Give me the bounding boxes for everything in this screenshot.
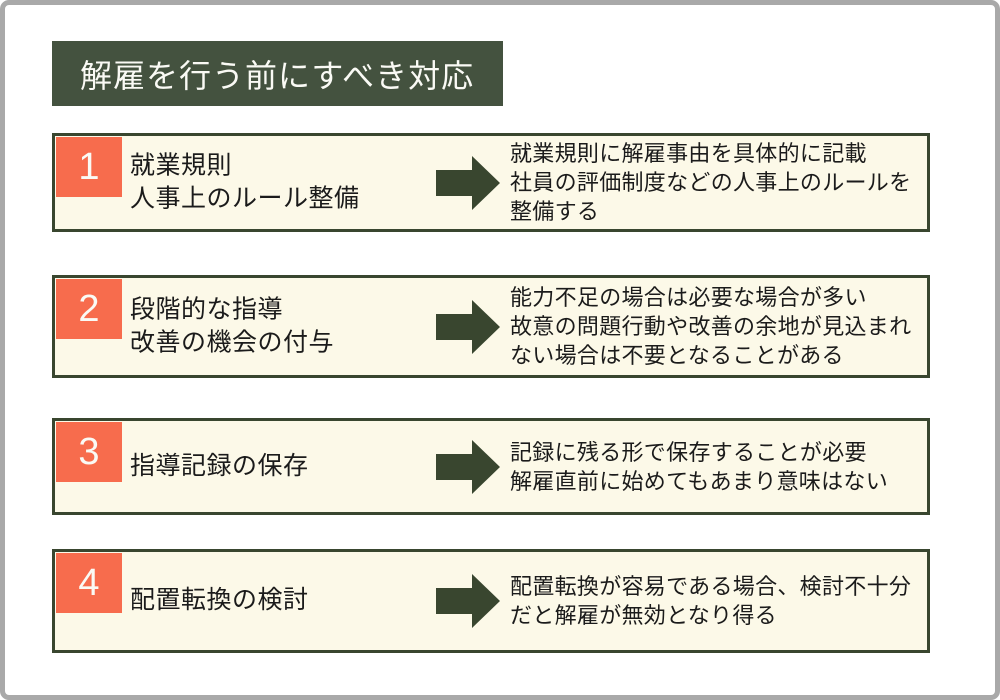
step-title: 就業規則 人事上のルール整備 xyxy=(130,150,360,213)
step-description: 能力不足の場合は必要な場合が多い 故意の問題行動や改善の余地が見込まれ ない場合… xyxy=(510,284,912,369)
right-arrow-icon xyxy=(436,299,500,354)
right-arrow-icon xyxy=(436,574,500,628)
step-number-badge: 3 xyxy=(56,422,122,482)
right-arrow-icon xyxy=(436,155,500,210)
step-title: 段階的な指導 改善の機会の付与 xyxy=(130,294,335,357)
step-number-badge: 1 xyxy=(56,137,122,197)
step-title: 配置転換の検討 xyxy=(130,586,309,615)
step-description: 配置転換が容易である場合、検討不十分 だと解雇が無効となり得る xyxy=(510,573,912,628)
page-title: 解雇を行う前にすべき対応 xyxy=(52,41,503,106)
step-row-3: 3 指導記録の保存 記録に残る形で保存することが必要 解雇直前に始めてもあまり意… xyxy=(52,418,930,515)
step-row-1: 1 就業規則 人事上のルール整備 就業規則に解雇事由を具体的に記載 社員の評価制… xyxy=(52,133,930,232)
step-row-4: 4 配置転換の検討 配置転換が容易である場合、検討不十分 だと解雇が無効となり得… xyxy=(52,549,930,653)
step-title: 指導記録の保存 xyxy=(130,451,309,480)
right-arrow-icon xyxy=(436,439,500,494)
step-number-badge: 4 xyxy=(56,553,122,613)
step-description: 記録に残る形で保存することが必要 解雇直前に始めてもあまり意味はない xyxy=(510,439,889,494)
step-number-badge: 2 xyxy=(56,279,122,339)
step-description: 就業規則に解雇事由を具体的に記載 社員の評価制度などの人事上のルールを 整備する xyxy=(510,140,912,225)
step-row-2: 2 段階的な指導 改善の機会の付与 能力不足の場合は必要な場合が多い 故意の問題… xyxy=(52,275,930,378)
